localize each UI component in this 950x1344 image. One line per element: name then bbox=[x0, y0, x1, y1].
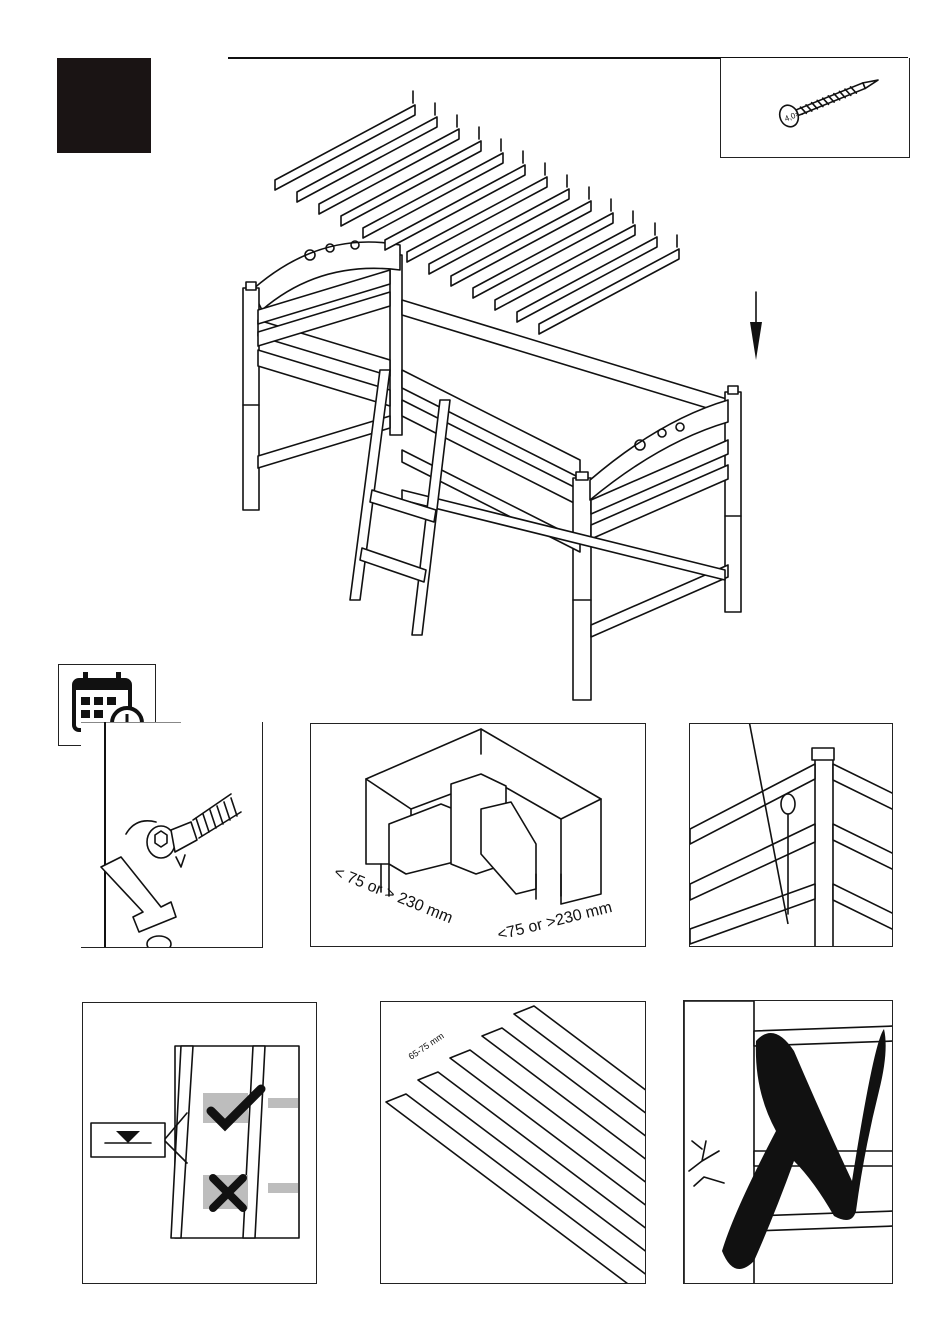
bed-post-front-left bbox=[243, 282, 259, 510]
bed-post-back-left bbox=[390, 255, 402, 435]
wrong-diagram bbox=[684, 1001, 893, 1284]
ladder-diagram bbox=[83, 1003, 317, 1284]
level-marker-icon bbox=[91, 1113, 187, 1163]
panel-corner-detail bbox=[689, 723, 893, 947]
down-arrow-icon bbox=[750, 292, 762, 360]
gap-diagram: < 75 or > 230 mm <75 or >230 mm bbox=[311, 724, 646, 947]
panel-tighten bbox=[81, 722, 263, 948]
slat-spacing-diagram: 65-75 mm bbox=[381, 1002, 646, 1284]
loft-bed-illustration bbox=[200, 70, 800, 710]
panel-wrong bbox=[683, 1000, 893, 1284]
spacing-label: 65-75 mm bbox=[407, 1031, 446, 1062]
gap-label-right: <75 or >230 mm bbox=[496, 899, 614, 944]
panel-slat-spacing: 65-75 mm bbox=[380, 1001, 646, 1284]
panel-ladder bbox=[82, 1002, 317, 1284]
bed-post-front-right bbox=[573, 472, 591, 700]
step-number-block bbox=[57, 58, 151, 153]
allen-key-icon bbox=[81, 722, 263, 948]
panel-gap: < 75 or > 230 mm <75 or >230 mm bbox=[310, 723, 646, 947]
corner-detail-drawing bbox=[690, 724, 893, 947]
gap-label-left: < 75 or > 230 mm bbox=[332, 864, 455, 927]
